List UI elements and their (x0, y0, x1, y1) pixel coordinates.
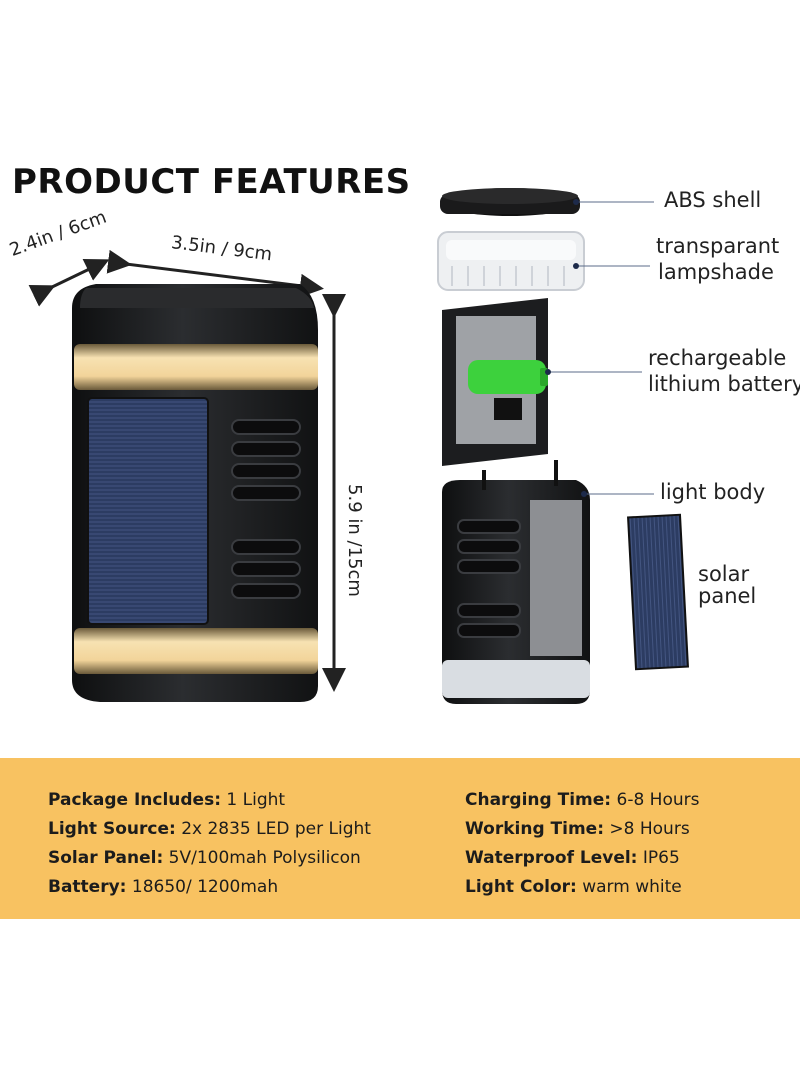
spec-key: Solar Panel: (48, 848, 164, 868)
spec-package: Package Includes: 1 Light (48, 790, 285, 810)
battery-label-line2: lithium battery (648, 372, 800, 396)
lampshade-label-line1: transparant (656, 234, 780, 258)
leader-lines (548, 201, 654, 495)
spec-waterproof: Waterproof Level: IP65 (465, 848, 680, 868)
spec-value: 5V/100mah Polysilicon (168, 848, 361, 868)
spec-solar-panel: Solar Panel: 5V/100mah Polysilicon (48, 848, 361, 868)
spec-value: 18650/ 1200mah (131, 877, 279, 897)
solar-panel-label-line2: panel (698, 584, 757, 608)
page-title: PRODUCT FEATURES (12, 162, 411, 202)
spec-charging-time: Charging Time: 6-8 Hours (465, 790, 699, 810)
spec-value: >8 Hours (609, 819, 690, 839)
spec-value: 6-8 Hours (616, 790, 700, 810)
light-body (442, 460, 590, 704)
spec-working-time: Working Time: >8 Hours (465, 819, 690, 839)
spec-key: Battery: (48, 877, 127, 897)
spec-light-color: Light Color: warm white (465, 877, 682, 897)
leader-dot (545, 369, 551, 375)
leader-dot (573, 263, 579, 269)
leader-dot (581, 491, 587, 497)
spec-light-source: Light Source: 2x 2835 LED per Light (48, 819, 371, 839)
spec-battery: Battery: 18650/ 1200mah (48, 877, 278, 897)
height-dimension: 5.9 in /15cm (343, 484, 365, 597)
solar-panel-part (627, 513, 689, 671)
spec-key: Light Source: (48, 819, 176, 839)
spec-value: 2x 2835 LED per Light (181, 819, 371, 839)
spec-value: warm white (582, 877, 682, 897)
lampshade-label-line2: lampshade (658, 260, 774, 284)
spec-value: IP65 (642, 848, 680, 868)
spec-key: Working Time: (465, 819, 604, 839)
specs-band: Package Includes: 1 Light Light Source: … (0, 758, 800, 919)
spec-value: 1 Light (226, 790, 286, 810)
assembled-light (72, 284, 318, 702)
battery-board (442, 298, 548, 466)
spec-key: Charging Time: (465, 790, 612, 810)
spec-key: Light Color: (465, 877, 577, 897)
product-illustration (28, 188, 689, 704)
leader-dot (573, 199, 579, 205)
battery-label-line1: rechargeable (648, 346, 787, 370)
spec-key: Waterproof Level: (465, 848, 638, 868)
light-body-label: light body (660, 480, 766, 504)
spec-key: Package Includes: (48, 790, 221, 810)
abs-shell-label: ABS shell (664, 188, 762, 212)
solar-panel-label-line1: solar (698, 562, 750, 586)
lampshade (437, 231, 585, 291)
abs-shell (440, 188, 580, 216)
